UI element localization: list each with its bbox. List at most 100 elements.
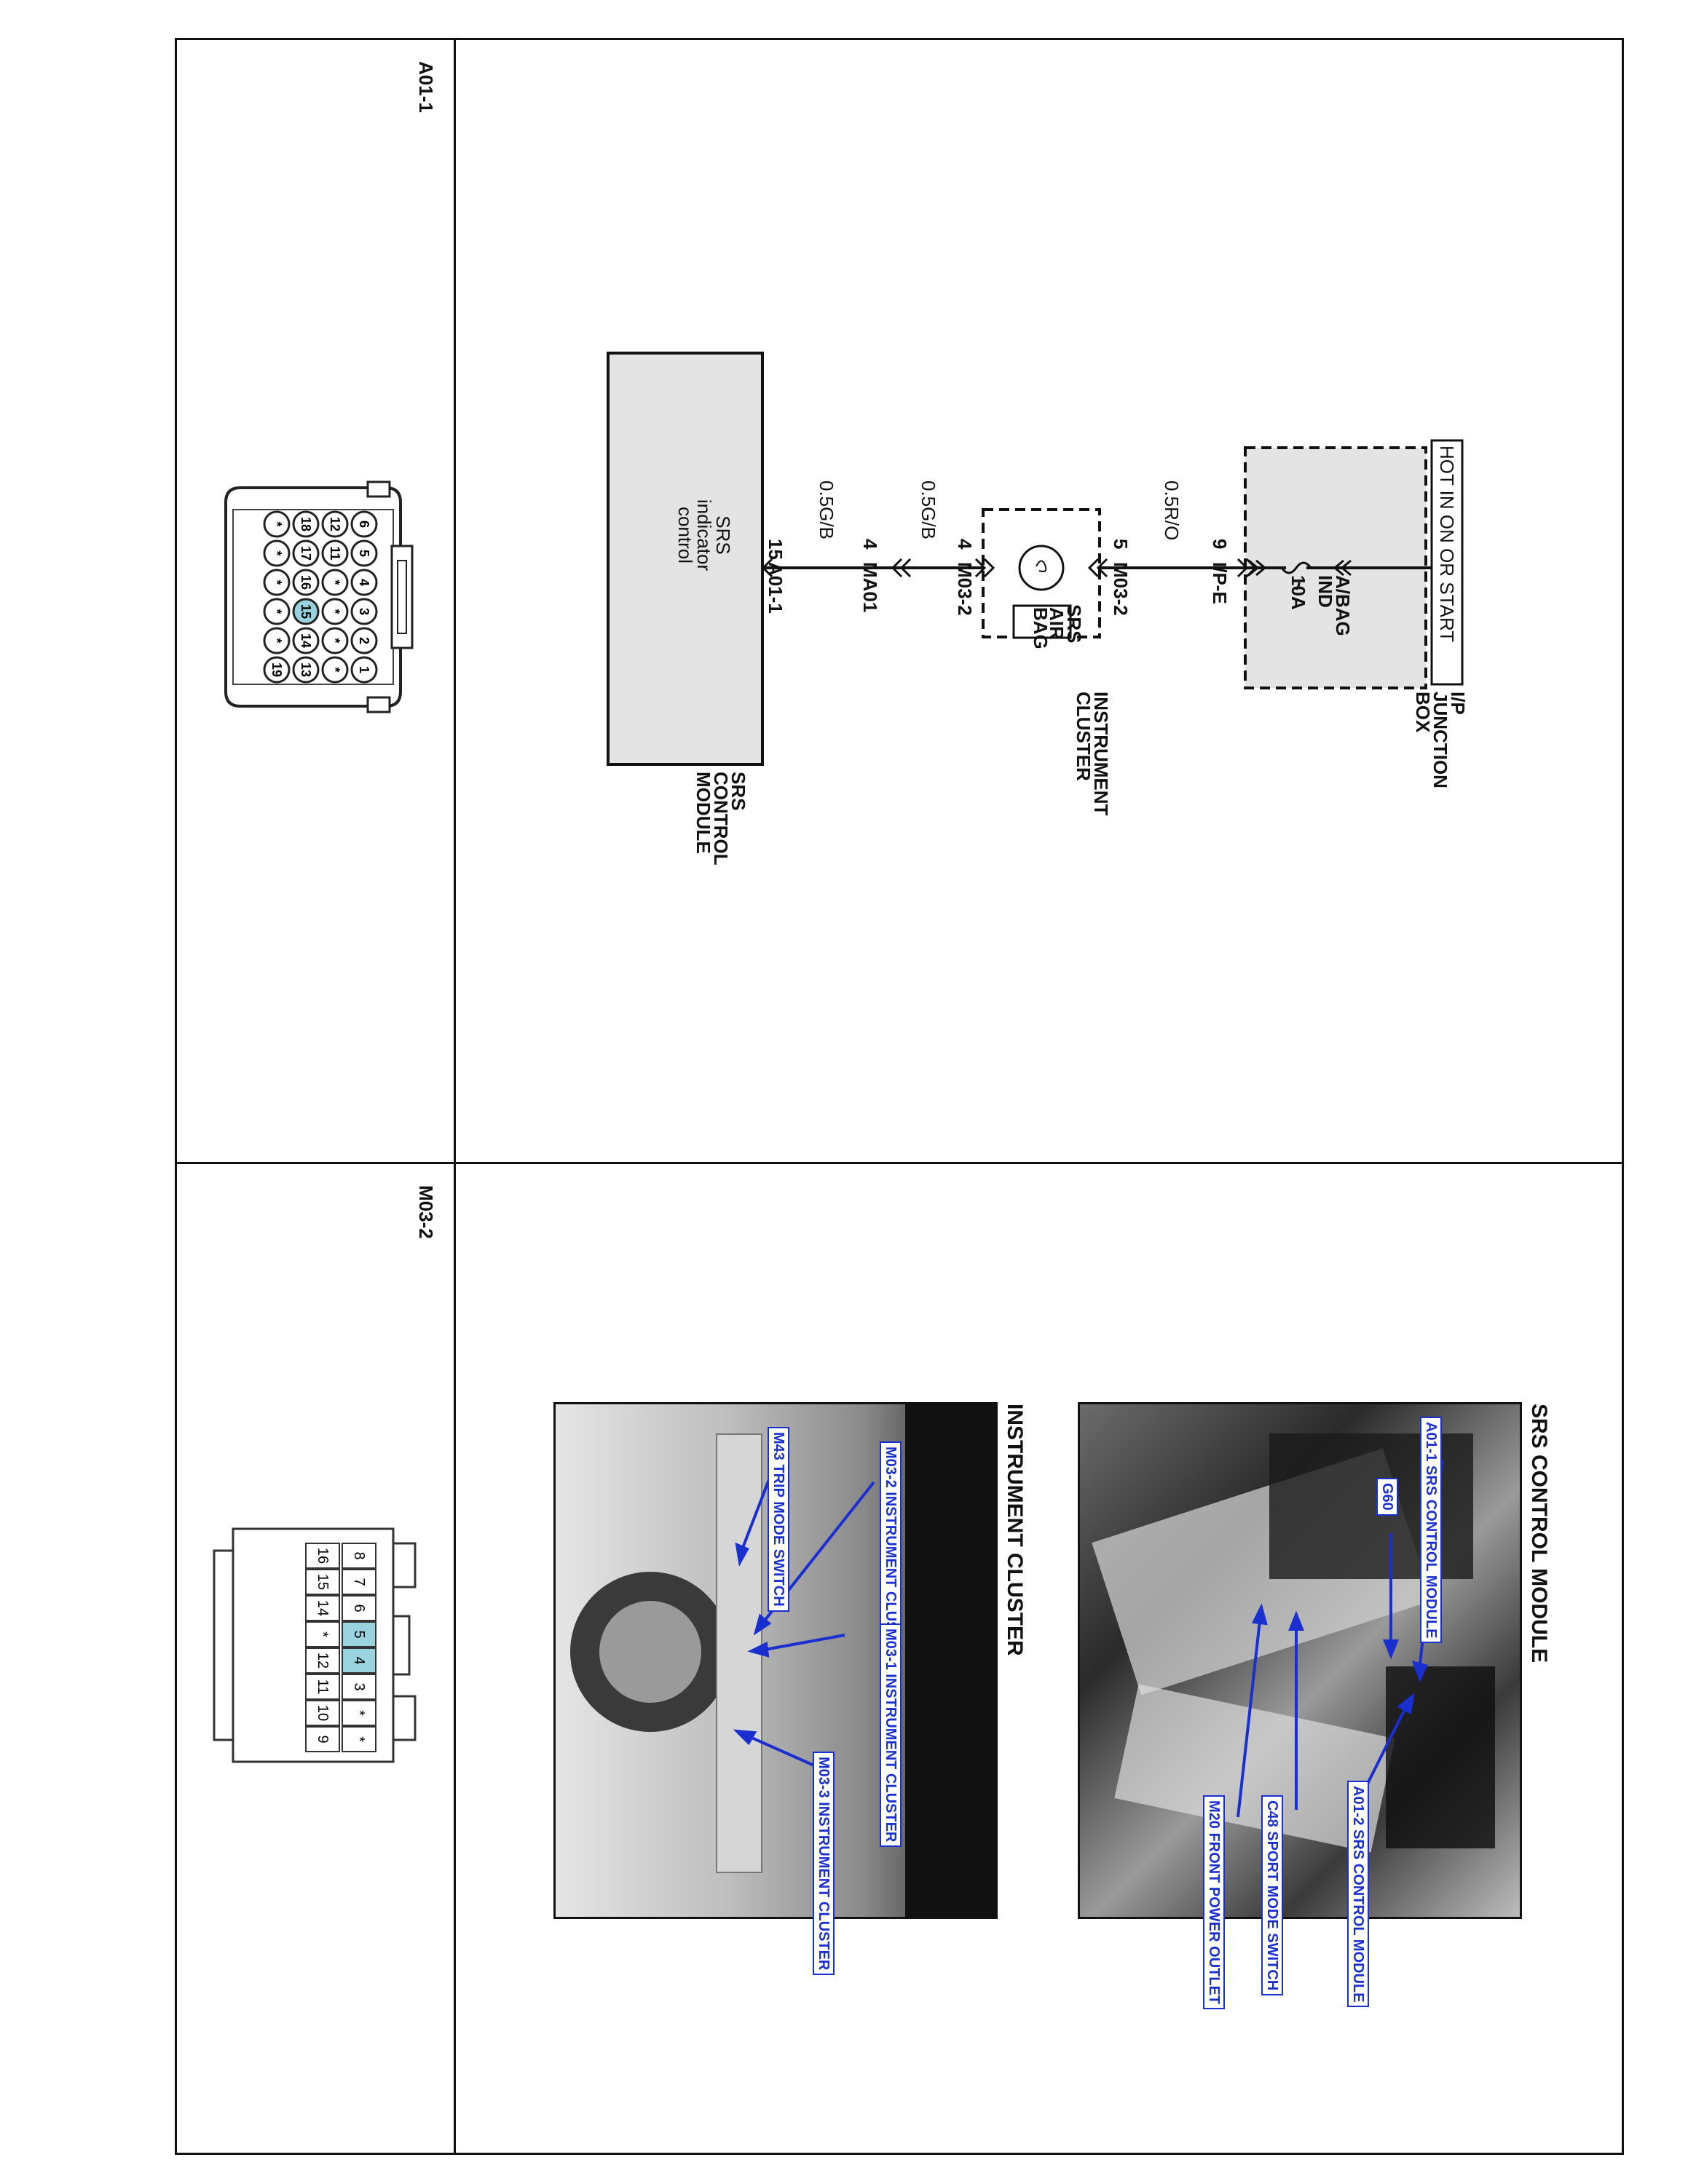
m03-pin [305, 1621, 340, 1647]
a01-pin [263, 598, 291, 625]
m03-pin [342, 1647, 376, 1674]
m03-pin-label: 15 [315, 1574, 331, 1590]
m03-pin-label: 14 [315, 1600, 331, 1616]
a01-pin [263, 539, 291, 567]
a01-pin-label: 13 [299, 662, 313, 677]
a01-pin-label: 15 [299, 604, 313, 619]
m03-pin-label: 3 [351, 1682, 367, 1690]
pin-5: 5 [1110, 539, 1132, 550]
m03-pin [342, 1726, 376, 1752]
pin-9: 9 [1209, 539, 1231, 550]
a01-pin-label: 16 [299, 575, 313, 590]
m03-pin [305, 1595, 340, 1621]
m03-pin [305, 1543, 340, 1569]
conn-ipe: I/P-E [1209, 562, 1231, 604]
a01-pin-label: 18 [299, 517, 313, 531]
a01-pin-label: 3 [357, 608, 371, 615]
callout-c48: C48 SPORT MODE SWITCH [1261, 1795, 1283, 1996]
a01-pin [292, 627, 320, 654]
srs-photo-arrows [1237, 1460, 1443, 1818]
a01-pin [321, 656, 349, 684]
junction-box-label: I/P JUNCTION BOX [1412, 692, 1469, 788]
a01-pin [350, 656, 378, 684]
a01-pin-label: 1 [357, 666, 371, 673]
callout-m03-1: M03-1 INSTRUMENT CLUSTER [880, 1623, 902, 1848]
a01-pin-label: * [269, 579, 284, 585]
m03-pin-label: 4 [351, 1656, 367, 1664]
a01-pin-label: 19 [269, 662, 284, 677]
m03-pin [342, 1700, 376, 1726]
m03-pin-label: 16 [315, 1548, 331, 1564]
a01-pin-label: 12 [328, 517, 342, 531]
a01-pin [321, 627, 349, 654]
a01-pin [263, 656, 291, 684]
m03-pin [305, 1647, 340, 1674]
connector-label-m03-2: M03-2 [415, 1185, 437, 1239]
m03-pin-label: 5 [351, 1630, 367, 1638]
conn-m03-2-top: M03-2 [1110, 562, 1132, 616]
callout-m20: M20 FRONT POWER OUTLET [1203, 1795, 1225, 2009]
a01-pin [350, 510, 378, 538]
callout-m03-3: M03-3 INSTRUMENT CLUSTER [813, 1752, 835, 1976]
a01-pin [263, 510, 291, 538]
a01-pin [350, 539, 378, 567]
callout-a01-1: A01-1 SRS CONTROL MODULE [1420, 1417, 1442, 1644]
a01-pin-label: * [269, 609, 284, 614]
callout-g60: G60 [1376, 1478, 1398, 1516]
m03-pin-label: 9 [315, 1735, 331, 1743]
a01-pin [292, 569, 320, 596]
a01-pin [263, 569, 291, 596]
a01-pin [321, 569, 349, 596]
a01-pin-label: 5 [357, 550, 371, 557]
a01-pin [292, 656, 320, 684]
a01-pin-label: * [269, 638, 284, 643]
m03-pin [305, 1674, 340, 1700]
a01-pin-label: 14 [299, 633, 313, 648]
a01-pin-label: * [269, 550, 284, 555]
conn-a01-1: A01-1 [765, 562, 786, 614]
airbag-label: AIR BAG [1030, 607, 1068, 649]
instrument-cluster-photo [553, 1402, 998, 1919]
module-function: SRS indicator control [674, 499, 734, 571]
fuse-rating: 10A [1287, 575, 1309, 610]
srs-module-label: SRS CONTROL MODULE [693, 772, 749, 866]
callout-a01-2: A01-2 SRS CONTROL MODULE [1347, 1781, 1369, 2008]
fuse-name: A/BAG IND [1314, 575, 1354, 636]
m03-pin-label: 8 [351, 1551, 367, 1559]
m03-pin-label: * [315, 1631, 331, 1637]
cluster-photo-title: INSTRUMENT CLUSTER [1003, 1404, 1027, 1656]
a01-pin [350, 569, 378, 596]
m03-pin [305, 1700, 340, 1726]
conn-m03-2-bottom: M03-2 [954, 562, 976, 616]
cluster-photo-arrows [733, 1452, 875, 1768]
hot-label: HOT IN ON OR START [1436, 446, 1458, 643]
m03-pin [305, 1726, 340, 1752]
m03-pin [342, 1674, 376, 1700]
a01-pin-label: * [328, 667, 342, 672]
column-divider [454, 38, 456, 2155]
m03-pin-label: 11 [315, 1679, 331, 1695]
m03-pin-label: 6 [351, 1604, 367, 1612]
a01-pin-label: 6 [357, 521, 371, 528]
srs-photo-title: SRS CONTROL MODULE [1527, 1404, 1551, 1663]
a01-pin-label: 11 [328, 546, 342, 560]
a01-pin-label: 2 [357, 637, 371, 644]
a01-pin [321, 598, 349, 625]
m03-pin [342, 1621, 376, 1647]
a01-pin-label: * [328, 638, 342, 643]
a01-pin [350, 598, 378, 625]
conn-ma01: MA01 [859, 562, 881, 613]
a01-pin-label: * [328, 579, 342, 585]
m03-pin-label: 10 [315, 1705, 331, 1721]
pin-15: 15 [765, 539, 786, 560]
m03-pin-label: * [351, 1736, 367, 1742]
a01-pin-label: * [269, 521, 284, 526]
a01-pin [321, 539, 349, 567]
a01-pin [321, 510, 349, 538]
wire-label-3: 0.5G/B [816, 480, 837, 539]
pin-4-ma01: 4 [859, 539, 881, 550]
a01-pin [292, 510, 320, 538]
m03-pin-label: 12 [315, 1653, 331, 1669]
